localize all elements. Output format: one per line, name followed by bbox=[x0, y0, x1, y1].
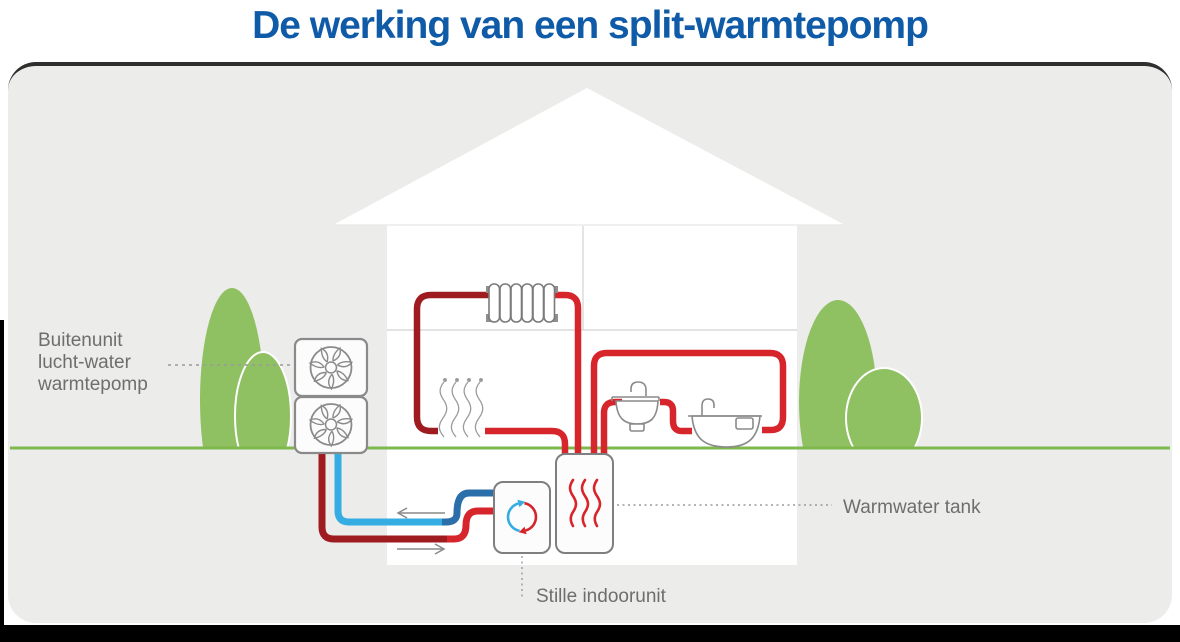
tree-left-front bbox=[234, 351, 292, 449]
hot-water-pipes bbox=[485, 291, 787, 465]
pipe-floor-return bbox=[485, 427, 569, 465]
indoor-unit bbox=[493, 481, 551, 554]
pipe-sink-to-bath bbox=[660, 398, 692, 435]
flow-arrows bbox=[396, 507, 446, 555]
fan-icon bbox=[308, 346, 353, 391]
bottom-black-bar bbox=[0, 625, 1180, 642]
sink-icon bbox=[611, 381, 660, 432]
outdoor-unit-label-line2: lucht-water bbox=[38, 352, 131, 373]
bathtub-icon bbox=[688, 398, 762, 448]
pipe-supply-bright-red bbox=[447, 507, 496, 543]
warmwater-tank bbox=[555, 453, 614, 554]
arrow-left-icon bbox=[396, 507, 445, 519]
tree-right-front bbox=[845, 367, 923, 449]
warmwater-tank-label: Warmwater tank bbox=[843, 497, 981, 518]
outdoor-unit-label: Buitenunit lucht-water warmtepomp bbox=[38, 330, 148, 396]
hot-water-waves-icon bbox=[568, 478, 602, 528]
page-title: De werking van een split-warmtepomp bbox=[252, 4, 929, 47]
outdoor-unit-label-line3: warmtepomp bbox=[38, 374, 148, 395]
house-roof bbox=[333, 88, 845, 225]
pipe-radiator-return bbox=[555, 291, 582, 465]
pipe-radiator-supply bbox=[413, 291, 490, 435]
radiator-icon bbox=[486, 283, 558, 323]
refrigerant-cycle-icon bbox=[506, 499, 538, 535]
image-edge-strip bbox=[0, 320, 4, 642]
pipe-return-light-blue bbox=[334, 448, 442, 526]
pipe-bathroom-loop bbox=[590, 349, 787, 465]
leader-lines bbox=[168, 364, 832, 600]
outdoor-unit-label-line1: Buitenunit bbox=[38, 330, 123, 351]
pipe-sink-branch bbox=[600, 398, 622, 465]
pipe-return-dark-blue bbox=[442, 489, 496, 526]
pipe-supply-dark-red bbox=[318, 448, 447, 543]
outdoor-unit bbox=[293, 337, 369, 455]
heat-wave-icon bbox=[438, 378, 484, 438]
indoor-unit-label: Stille indoorunit bbox=[536, 586, 666, 607]
fan-icon bbox=[308, 403, 353, 448]
arrow-right-icon bbox=[397, 543, 446, 555]
heating-circuit-pipes bbox=[413, 291, 490, 435]
trees bbox=[200, 288, 923, 449]
underground-pipes bbox=[318, 448, 496, 543]
